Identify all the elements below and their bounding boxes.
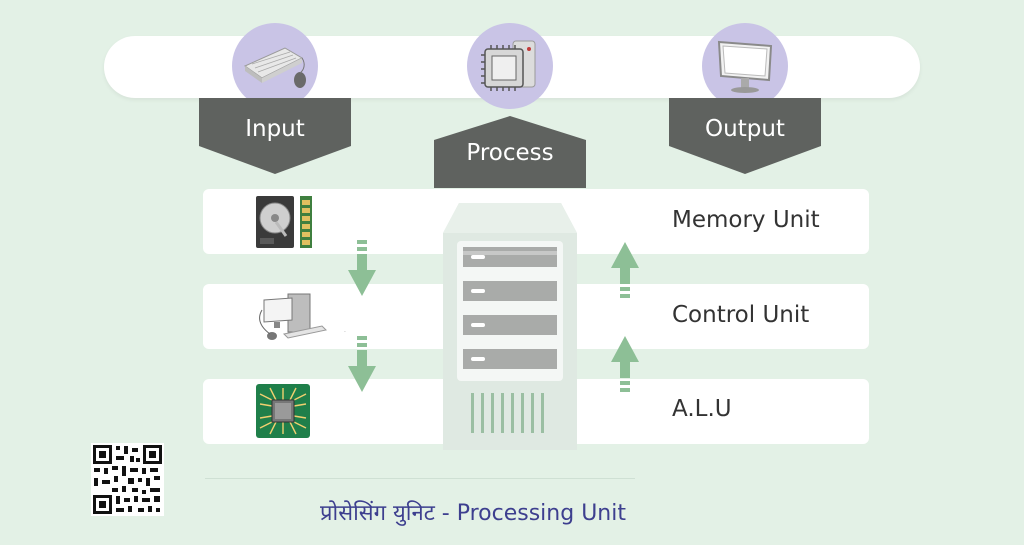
process-banner-shape [434, 116, 586, 188]
control-unit-label: Control Unit [672, 302, 810, 328]
up-arrow-icon [611, 242, 639, 298]
keyboard-mouse-icon [243, 47, 306, 88]
output-label: Output [705, 116, 785, 142]
caption-divider [205, 478, 635, 479]
process-circle [467, 23, 553, 109]
down-arrow-icon [348, 240, 376, 296]
process-label: Process [466, 140, 554, 166]
qr-code-icon [91, 443, 164, 516]
svg-text:.: . [344, 327, 346, 334]
output-banner-shape [669, 98, 821, 174]
desktop-computer-icon: . [252, 290, 352, 350]
server-tower-icon [443, 203, 577, 450]
input-label: Input [245, 116, 305, 142]
process-banner: Process [434, 116, 586, 188]
input-banner-shape [199, 98, 351, 174]
cpu-chip-icon [481, 40, 536, 91]
up-arrow-icon [611, 336, 639, 392]
hard-disk-ram-icon [254, 194, 316, 254]
input-banner: Input [199, 98, 351, 176]
monitor-icon [717, 40, 773, 93]
microchip-icon [256, 384, 310, 442]
diagram-caption: प्रोसेसिंग युनिट - Processing Unit [320, 501, 626, 526]
alu-label: A.L.U [672, 396, 732, 422]
down-arrow-icon [348, 336, 376, 392]
input-circle [232, 23, 318, 109]
output-circle [702, 23, 788, 109]
memory-unit-label: Memory Unit [672, 207, 820, 233]
output-banner: Output [669, 98, 821, 176]
